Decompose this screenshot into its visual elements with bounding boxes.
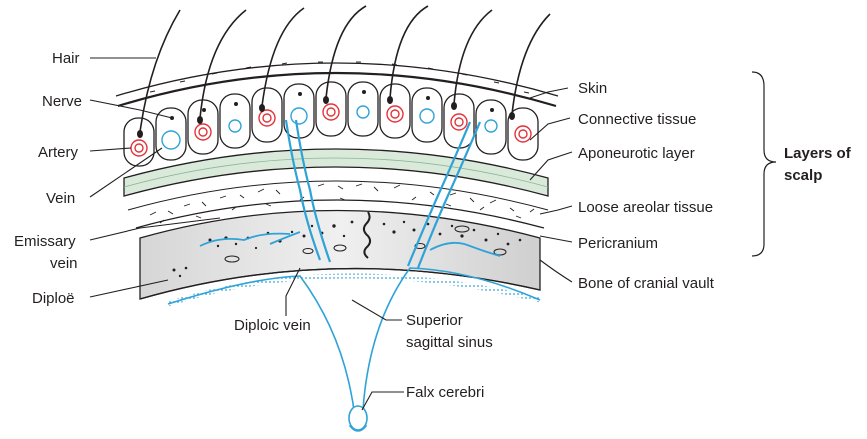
- label-vein: Vein: [46, 190, 75, 207]
- label-layers-of-scalp-1: Layers of: [784, 145, 852, 162]
- label-skin: Skin: [578, 80, 607, 97]
- label-bone-of-cranial-vault: Bone of cranial vault: [578, 275, 715, 292]
- label-diploic-vein: Diploic vein: [234, 317, 311, 334]
- label-diploe: Diploë: [32, 290, 75, 307]
- label-superior-sagittal-sinus-1: Superior: [406, 312, 463, 329]
- aponeurotic-layer: [124, 149, 548, 196]
- label-layers-of-scalp-2: scalp: [784, 167, 822, 184]
- falx-cerebri-tip: [349, 406, 367, 430]
- label-artery: Artery: [38, 144, 79, 161]
- label-aponeurotic-layer: Aponeurotic layer: [578, 145, 695, 162]
- label-loose-areolar-tissue: Loose areolar tissue: [578, 199, 713, 216]
- label-falx-cerebri: Falx cerebri: [406, 384, 484, 401]
- label-emissary-vein-1: Emissary: [14, 233, 76, 250]
- label-nerve: Nerve: [42, 93, 82, 110]
- label-connective-tissue: Connective tissue: [578, 111, 696, 128]
- scalp-layers-brace: [752, 72, 776, 256]
- label-superior-sagittal-sinus-2: sagittal sinus: [406, 334, 493, 351]
- label-emissary-vein-2: vein: [50, 255, 78, 272]
- label-hair: Hair: [52, 50, 80, 67]
- label-pericranium: Pericranium: [578, 235, 658, 252]
